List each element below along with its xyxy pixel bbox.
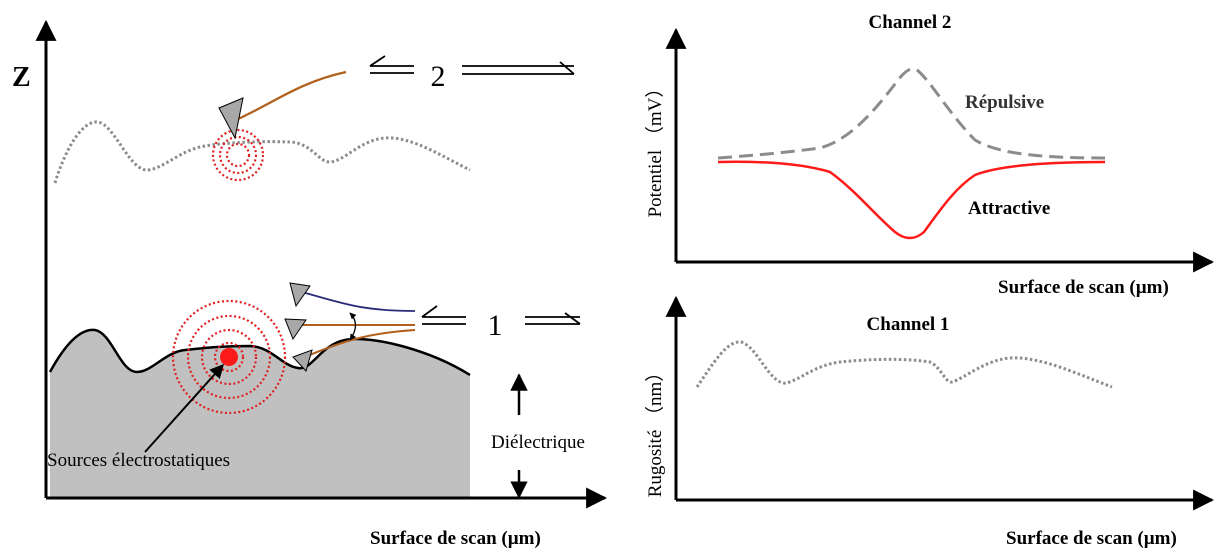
sources-label: Sources électrostatiques (47, 450, 230, 471)
channel-1-y-axis-label: Rugosité （nm） (644, 363, 666, 498)
cantilever-upper (297, 290, 416, 312)
attractive-curve (717, 160, 1106, 240)
charge-source (220, 348, 238, 366)
z-axis-label: Z (12, 62, 31, 93)
oscillation-arrow (349, 312, 357, 341)
cantilever-lower (304, 329, 416, 358)
sources-pointer-arrow (144, 363, 224, 453)
field-rings-bottom (171, 299, 287, 415)
cantilever-pass-2 (237, 70, 347, 120)
channel-1-x-axis-label: Surface de scan (µm) (1006, 528, 1177, 549)
repulsive-label: Répulsive (965, 92, 1044, 113)
left-x-axis-label: Surface de scan (µm) (370, 528, 541, 549)
roughness-trace (695, 340, 1113, 389)
channel-1-title: Channel 1 (867, 314, 950, 335)
channel-2-x-axis-label: Surface de scan (µm) (998, 277, 1169, 298)
channel-2-title: Channel 2 (869, 12, 952, 33)
pass-2-arrows (369, 55, 575, 75)
tip-middle (284, 318, 307, 341)
left-panel: Sources électrostatiques 1 2 (12, 19, 608, 549)
field-rings-top (211, 128, 265, 182)
channel-1-panel: Channel 1 Rugosité （nm） Surface de scan … (644, 295, 1215, 549)
attractive-label: Attractive (968, 198, 1050, 219)
dielectric-label: Diélectrique (491, 432, 585, 453)
channel-2-y-axis-label: Potentiel （mV） (644, 79, 666, 218)
tip-upper (289, 282, 311, 308)
tip-pass-2 (218, 97, 244, 140)
pass-1-arrows (421, 305, 581, 325)
repulsive-curve (717, 67, 1106, 160)
channel-2-panel: Channel 2 Répulsive Attractive Potentiel… (644, 12, 1215, 298)
pass-2-label: 2 (431, 60, 446, 93)
dielectric-block (50, 329, 470, 498)
tip-lower (292, 349, 313, 372)
pass-1-label: 1 (488, 309, 503, 342)
lifted-topography-trace (53, 120, 471, 184)
sample-surface-line (48, 328, 471, 377)
